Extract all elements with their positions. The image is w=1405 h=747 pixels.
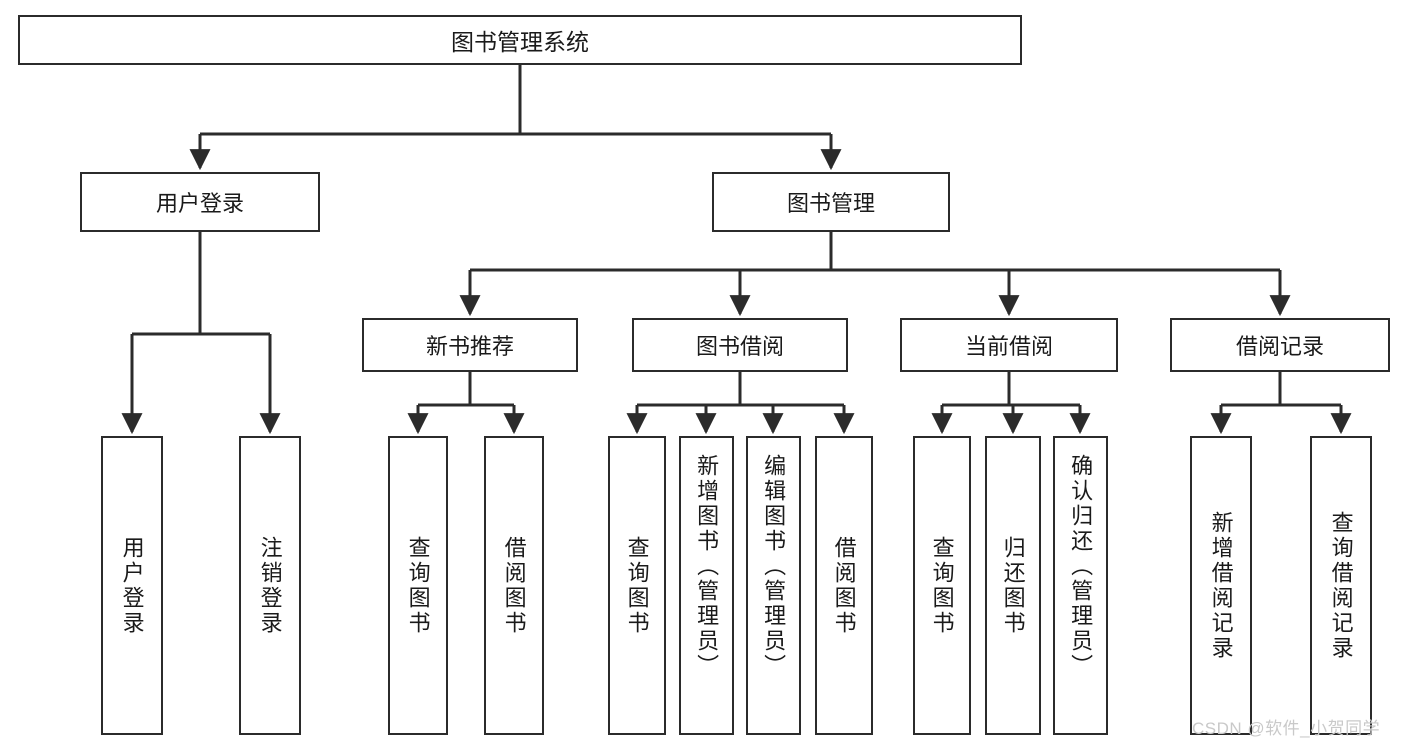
- node-root-book-management-system[interactable]: 图书管理系统: [18, 15, 1022, 65]
- node-leaf-1[interactable]: 用户登录: [101, 436, 163, 735]
- node-label: 编辑图书（管理员）: [761, 454, 787, 679]
- node-level3-2[interactable]: 图书借阅: [632, 318, 848, 372]
- node-leaf-13[interactable]: 查询借阅记录: [1310, 436, 1372, 735]
- node-leaf-5[interactable]: 查询图书: [608, 436, 666, 735]
- node-level3-1[interactable]: 新书推荐: [362, 318, 578, 372]
- node-leaf-2[interactable]: 注销登录: [239, 436, 301, 735]
- node-label: 注销登录: [257, 535, 283, 636]
- node-leaf-7[interactable]: 编辑图书（管理员）: [746, 436, 801, 735]
- node-leaf-11[interactable]: 确认归还（管理员）: [1053, 436, 1108, 735]
- node-label: 新增图书（管理员）: [694, 454, 720, 679]
- node-leaf-10[interactable]: 归还图书: [985, 436, 1041, 735]
- node-label: 新增借阅记录: [1208, 510, 1234, 661]
- node-label: 借阅图书: [501, 535, 527, 636]
- node-level2-2[interactable]: 图书管理: [712, 172, 950, 232]
- node-label: 当前借阅: [964, 334, 1053, 359]
- node-label: 新书推荐: [425, 334, 514, 359]
- node-leaf-12[interactable]: 新增借阅记录: [1190, 436, 1252, 735]
- node-label: 查询图书: [929, 535, 955, 636]
- node-label: 查询借阅记录: [1328, 510, 1354, 661]
- node-leaf-8[interactable]: 借阅图书: [815, 436, 873, 735]
- node-label: 归还图书: [1000, 535, 1026, 636]
- node-label: 借阅记录: [1235, 334, 1324, 359]
- node-label: 用户登录: [119, 535, 145, 636]
- node-label: 确认归还（管理员）: [1068, 454, 1094, 679]
- node-label: 查询图书: [405, 535, 431, 636]
- node-level2-1[interactable]: 用户登录: [80, 172, 320, 232]
- node-label: 图书管理系统: [451, 29, 589, 55]
- node-label: 查询图书: [624, 535, 650, 636]
- node-label: 图书借阅: [695, 334, 784, 359]
- node-leaf-3[interactable]: 查询图书: [388, 436, 448, 735]
- node-level3-4[interactable]: 借阅记录: [1170, 318, 1390, 372]
- node-label: 借阅图书: [831, 535, 857, 636]
- node-level3-3[interactable]: 当前借阅: [900, 318, 1118, 372]
- node-leaf-9[interactable]: 查询图书: [913, 436, 971, 735]
- node-leaf-6[interactable]: 新增图书（管理员）: [679, 436, 734, 735]
- node-label: 图书管理: [786, 191, 875, 216]
- node-leaf-4[interactable]: 借阅图书: [484, 436, 544, 735]
- node-label: 用户登录: [155, 191, 244, 216]
